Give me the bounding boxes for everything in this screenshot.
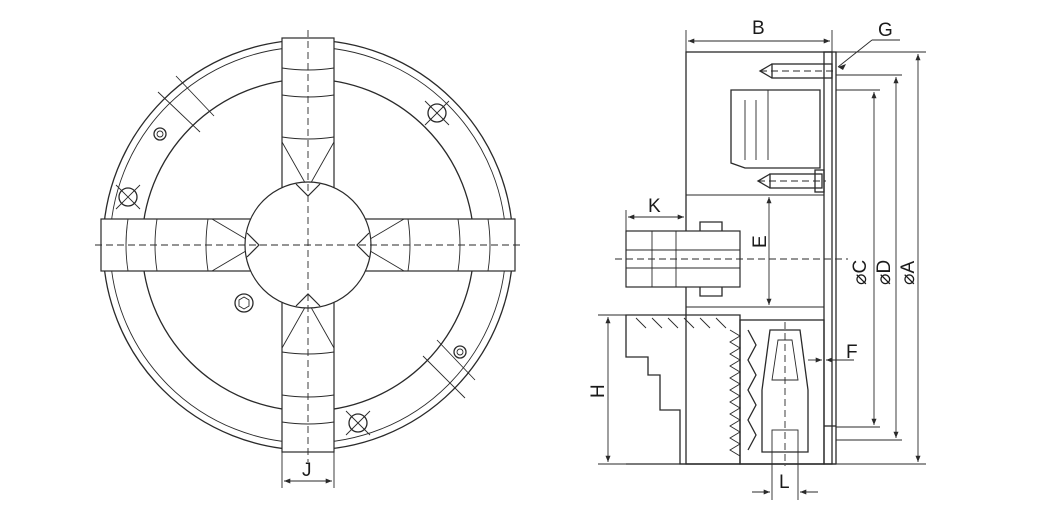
- dim-label-d: ⌀D: [874, 260, 895, 285]
- screw-upper: [758, 63, 836, 79]
- dimension-k: K: [625, 196, 684, 231]
- dimension-d: ⌀D: [836, 74, 902, 441]
- key-screw-icon: [453, 345, 467, 359]
- dimension-c: ⌀C: [836, 89, 880, 428]
- upper-jaw: [730, 89, 821, 169]
- rim-cut-lines: [157, 75, 476, 399]
- side-view: [615, 51, 848, 466]
- screw-lower: [756, 169, 826, 193]
- dimension-h: H: [588, 314, 626, 465]
- chuck-flange: [823, 51, 837, 465]
- taper-bore: [761, 329, 809, 453]
- hex-socket-screw-icon: [234, 293, 254, 313]
- bolt-hole-icon: [115, 184, 141, 210]
- bolt-hole-icon: [345, 410, 371, 436]
- scroll-teeth: [729, 329, 741, 457]
- front-view: J: [95, 30, 522, 488]
- dimension-f: F: [808, 342, 858, 363]
- dimension-g: G: [837, 20, 900, 70]
- dim-label-j: J: [302, 460, 312, 481]
- dim-label-k: K: [648, 196, 661, 217]
- dim-label-e: E: [750, 235, 771, 248]
- dim-label-f: F: [846, 342, 858, 363]
- dimension-e: E: [750, 197, 772, 305]
- mounting-bolt-holes: [115, 100, 467, 436]
- dim-label-g: G: [878, 20, 893, 41]
- dimension-l: L: [752, 452, 818, 500]
- key-screw-icon: [153, 127, 167, 141]
- bolt-hole-icon: [424, 100, 450, 126]
- dimension-b: B: [685, 18, 833, 52]
- dimension-a: ⌀A: [836, 51, 926, 465]
- dim-label-b: B: [752, 18, 765, 39]
- lower-jaw-section: [625, 314, 741, 465]
- dim-label-c: ⌀C: [850, 260, 871, 285]
- dimension-j: J: [281, 452, 335, 488]
- dim-label-l: L: [779, 472, 790, 493]
- dim-label-a: ⌀A: [898, 261, 919, 285]
- dim-label-h: H: [588, 384, 609, 398]
